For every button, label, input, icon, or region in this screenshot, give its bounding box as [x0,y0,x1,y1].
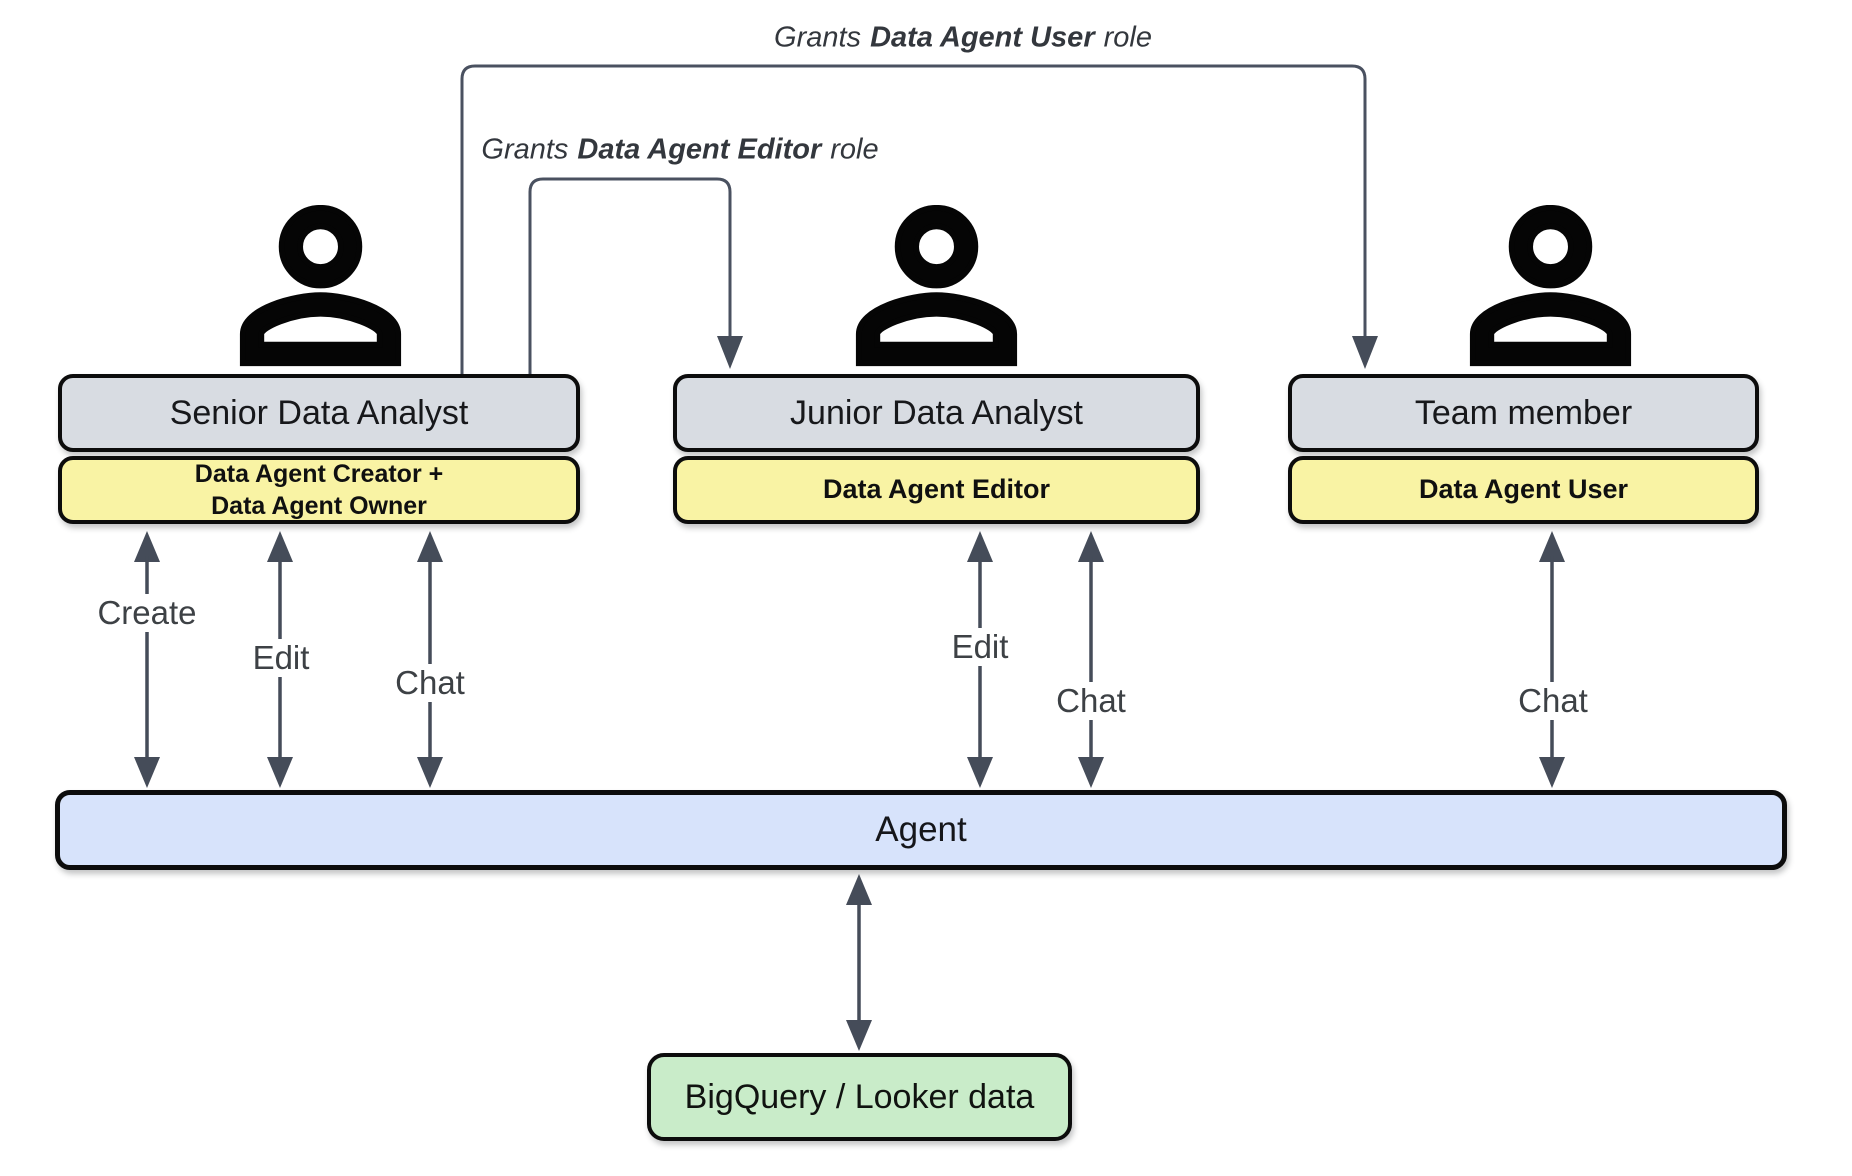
datasource-label: BigQuery / Looker data [684,1077,1035,1116]
edit-label-junior: Edit [943,628,1017,666]
grant-editor-suffix: role [830,133,879,166]
person-icon-senior [204,169,437,402]
edit-label-senior: Edit [244,639,318,677]
grant-user-role: Data Agent User [870,21,1095,54]
grant-editor-prefix: Grants [481,133,569,166]
agent-label: Agent [875,810,967,849]
grant-user-suffix: role [1103,21,1152,54]
role-title-team: Team member [1414,393,1633,432]
role-title-junior: Junior Data Analyst [790,393,1083,432]
agent-data-arrow [846,874,872,1051]
create-label: Create [89,594,205,632]
agent-bar: Agent [55,790,1787,870]
chat-arrow-senior [417,531,443,788]
chat-label-senior: Chat [387,664,473,702]
role-badge-junior: Data Agent Editor [673,456,1200,524]
chat-label-junior: Chat [1048,682,1134,720]
grant-editor-role: Data Agent Editor [577,133,822,166]
badge-senior-line1: Data Agent Creator + [194,460,444,488]
grant-user-prefix: Grants [774,21,862,54]
chat-arrow-junior [1078,531,1104,788]
datasource-box: BigQuery / Looker data [647,1053,1072,1141]
badge-team-label: Data Agent User [1418,474,1629,505]
role-box-junior: Junior Data Analyst [673,374,1200,452]
badge-junior-label: Data Agent Editor [822,474,1050,505]
grant-editor-connector [528,177,743,374]
role-box-senior: Senior Data Analyst [58,374,580,452]
badge-senior-line2: Data Agent Owner [211,492,427,520]
person-icon-junior [820,169,1053,402]
role-box-team: Team member [1288,374,1759,452]
chat-arrow-team [1539,531,1565,788]
create-arrow [134,531,160,788]
role-title-senior: Senior Data Analyst [169,393,469,432]
chat-label-team: Chat [1510,682,1596,720]
role-badge-team: Data Agent User [1288,456,1759,524]
person-icon-team [1434,169,1667,402]
role-badge-senior: Data Agent Creator + Data Agent Owner [58,456,580,524]
grant-user-connector [460,64,1378,374]
